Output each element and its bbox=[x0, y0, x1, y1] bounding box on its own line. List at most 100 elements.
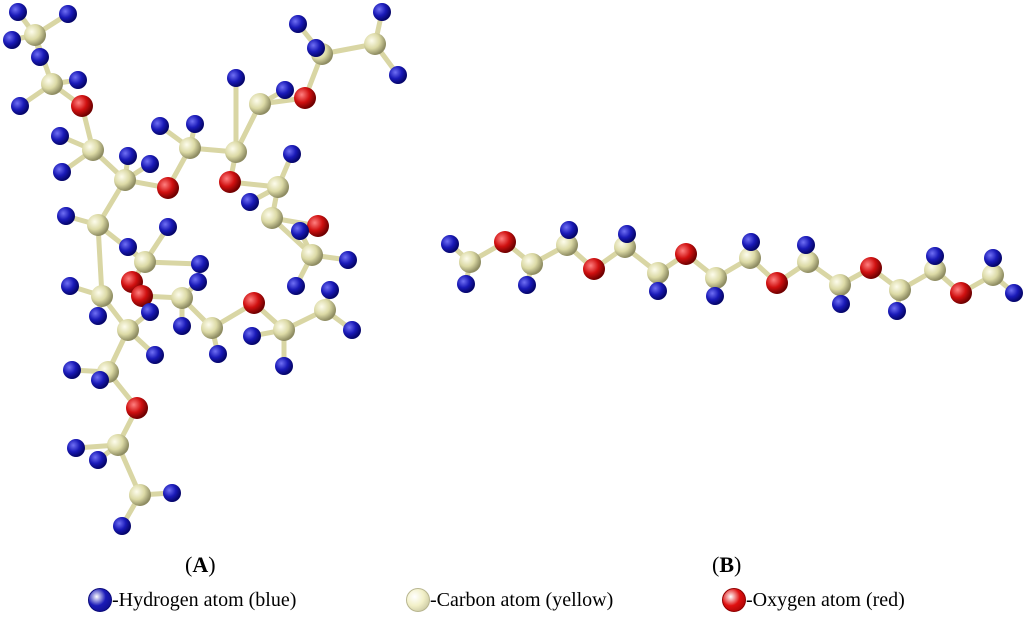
structure-a-carbon-atom bbox=[91, 285, 113, 307]
structure-b-carbon-atom bbox=[924, 259, 946, 281]
structure-a-hydrogen-atom bbox=[289, 15, 307, 33]
structure-a-carbon-atom bbox=[87, 214, 109, 236]
structure-b-oxygen-atom bbox=[766, 272, 788, 294]
structure-a-hydrogen-atom bbox=[146, 346, 164, 364]
structure-a-carbon-atom bbox=[267, 176, 289, 198]
structure-a-hydrogen-atom bbox=[339, 251, 357, 269]
structure-a-hydrogen-atom bbox=[119, 238, 137, 256]
panel-label-b: (B) bbox=[712, 552, 742, 577]
structure-a-hydrogen-atom bbox=[141, 155, 159, 173]
structure-a-carbon-atom bbox=[41, 73, 63, 95]
structure-a-oxygen-atom bbox=[131, 285, 153, 307]
structure-a-carbon-atom bbox=[134, 251, 156, 273]
structure-a-carbon-atom bbox=[273, 319, 295, 341]
legend: -Hydrogen atom (blue) -Carbon atom (yell… bbox=[0, 588, 1024, 618]
structure-a-hydrogen-atom bbox=[53, 163, 71, 181]
legend-carbon: -Carbon atom (yellow) bbox=[406, 588, 613, 612]
structure-b-carbon-atom bbox=[705, 267, 727, 289]
structure-b-oxygen-atom bbox=[583, 258, 605, 280]
structure-a-hydrogen-atom bbox=[119, 147, 137, 165]
structure-a-oxygen-atom bbox=[157, 177, 179, 199]
structure-a-hydrogen-atom bbox=[189, 273, 207, 291]
structure-a-oxygen-atom bbox=[307, 215, 329, 237]
structure-b-oxygen-atom bbox=[860, 257, 882, 279]
atoms-layer bbox=[3, 3, 1023, 535]
structure-a-hydrogen-atom bbox=[227, 69, 245, 87]
structure-a-hydrogen-atom bbox=[61, 277, 79, 295]
legend-carbon-label: -Carbon atom (yellow) bbox=[430, 588, 614, 611]
structure-a-hydrogen-atom bbox=[159, 218, 177, 236]
structure-b-hydrogen-atom bbox=[441, 235, 459, 253]
hydrogen-swatch-icon bbox=[88, 588, 112, 612]
structure-b-hydrogen-atom bbox=[742, 233, 760, 251]
structure-a-carbon-atom bbox=[171, 287, 193, 309]
structure-a-carbon-atom bbox=[225, 141, 247, 163]
panel-label-a: (A) bbox=[185, 552, 216, 577]
structure-a-carbon-atom bbox=[314, 299, 336, 321]
structure-a-hydrogen-atom bbox=[63, 361, 81, 379]
structure-b-hydrogen-atom bbox=[618, 225, 636, 243]
structure-a-hydrogen-atom bbox=[69, 71, 87, 89]
structure-a-hydrogen-atom bbox=[241, 193, 259, 211]
legend-hydrogen: -Hydrogen atom (blue) bbox=[88, 588, 296, 612]
structure-a-oxygen-atom bbox=[71, 95, 93, 117]
structure-a-carbon-atom bbox=[261, 207, 283, 229]
structure-b-carbon-atom bbox=[889, 279, 911, 301]
structure-b-carbon-atom bbox=[521, 253, 543, 275]
structure-a-carbon-atom bbox=[24, 24, 46, 46]
structure-a-carbon-atom bbox=[114, 169, 136, 191]
structure-a-hydrogen-atom bbox=[373, 3, 391, 21]
structure-a-hydrogen-atom bbox=[89, 451, 107, 469]
structure-a-hydrogen-atom bbox=[113, 517, 131, 535]
structure-b-carbon-atom bbox=[797, 251, 819, 273]
structure-a-hydrogen-atom bbox=[91, 371, 109, 389]
structure-a-carbon-atom bbox=[364, 33, 386, 55]
structure-a-hydrogen-atom bbox=[191, 255, 209, 273]
structure-a-hydrogen-atom bbox=[57, 207, 75, 225]
structure-a-hydrogen-atom bbox=[9, 3, 27, 21]
structure-b-hydrogen-atom bbox=[560, 221, 578, 239]
structure-a-hydrogen-atom bbox=[186, 115, 204, 133]
structure-a-hydrogen-atom bbox=[283, 145, 301, 163]
structure-b-hydrogen-atom bbox=[518, 276, 536, 294]
structure-a-hydrogen-atom bbox=[291, 222, 309, 240]
legend-oxygen: -Oxygen atom (red) bbox=[722, 588, 905, 612]
structure-a-hydrogen-atom bbox=[31, 48, 49, 66]
oxygen-swatch-icon bbox=[722, 588, 746, 612]
structure-a-hydrogen-atom bbox=[67, 439, 85, 457]
structure-a-oxygen-atom bbox=[243, 292, 265, 314]
structure-a-oxygen-atom bbox=[126, 397, 148, 419]
structure-b-hydrogen-atom bbox=[457, 275, 475, 293]
structure-b-carbon-atom bbox=[556, 234, 578, 256]
structure-a-hydrogen-atom bbox=[321, 281, 339, 299]
structure-a-hydrogen-atom bbox=[287, 277, 305, 295]
structure-b-hydrogen-atom bbox=[926, 247, 944, 265]
structure-a-hydrogen-atom bbox=[51, 127, 69, 145]
structure-a-hydrogen-atom bbox=[163, 484, 181, 502]
structure-b-oxygen-atom bbox=[675, 243, 697, 265]
structure-b-carbon-atom bbox=[459, 251, 481, 273]
structure-a-carbon-atom bbox=[249, 93, 271, 115]
structure-a-hydrogen-atom bbox=[275, 357, 293, 375]
structure-a-oxygen-atom bbox=[219, 171, 241, 193]
structure-b-hydrogen-atom bbox=[984, 249, 1002, 267]
structure-a-hydrogen-atom bbox=[243, 327, 261, 345]
molecular-diagram bbox=[3, 3, 1023, 535]
structure-a-hydrogen-atom bbox=[151, 117, 169, 135]
structure-a-carbon-atom bbox=[201, 317, 223, 339]
structure-b-carbon-atom bbox=[647, 262, 669, 284]
structure-a-hydrogen-atom bbox=[59, 5, 77, 23]
structure-a-carbon-atom bbox=[301, 244, 323, 266]
structure-a-hydrogen-atom bbox=[276, 81, 294, 99]
structure-a-carbon-atom bbox=[82, 139, 104, 161]
structure-a-hydrogen-atom bbox=[343, 321, 361, 339]
structure-a-hydrogen-atom bbox=[209, 345, 227, 363]
structure-b-carbon-atom bbox=[982, 264, 1004, 286]
legend-hydrogen-label: -Hydrogen atom (blue) bbox=[112, 588, 297, 611]
structure-a-hydrogen-atom bbox=[141, 303, 159, 321]
structure-a-hydrogen-atom bbox=[89, 307, 107, 325]
structure-a-carbon-atom bbox=[107, 434, 129, 456]
structure-a-carbon-atom bbox=[129, 484, 151, 506]
structure-b-hydrogen-atom bbox=[888, 302, 906, 320]
structure-a-hydrogen-atom bbox=[173, 317, 191, 335]
